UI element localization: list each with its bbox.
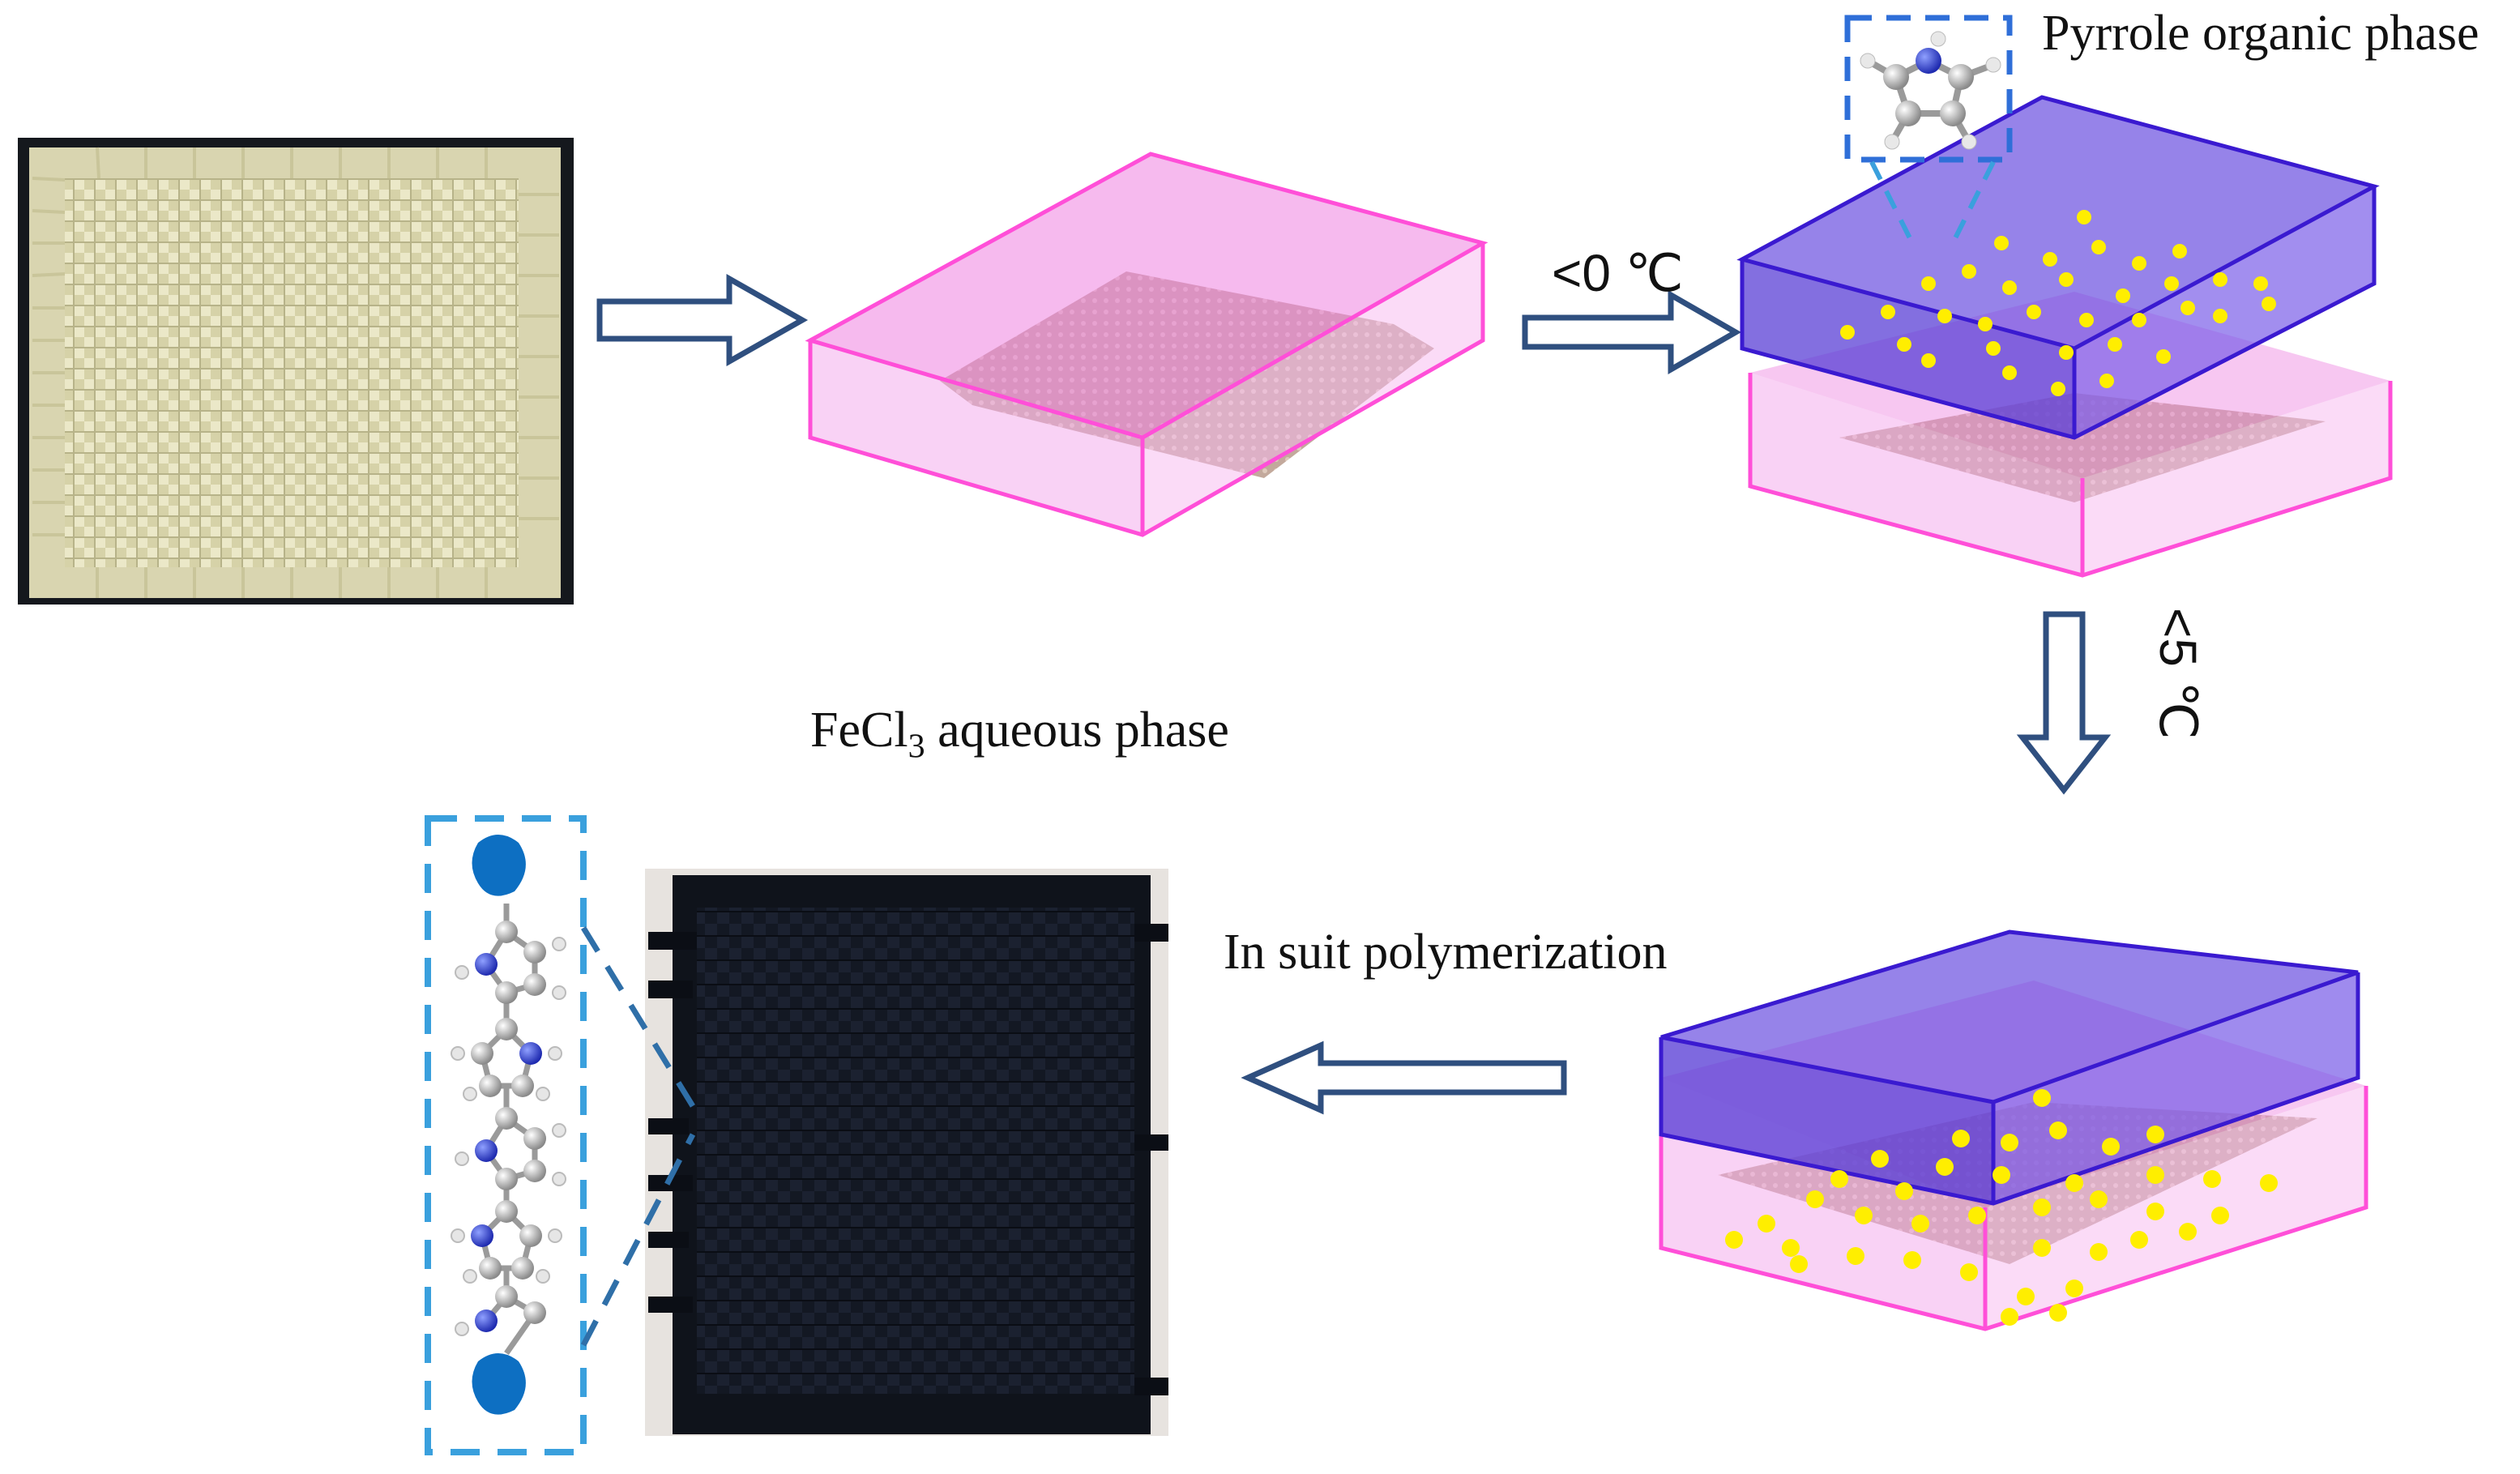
- temp-below-zero-label: <0 ℃: [1552, 244, 1684, 302]
- aqueous-phase-box: [805, 152, 1489, 537]
- two-phase-box-top: [1736, 95, 2393, 578]
- right-arrow-icon: [1522, 289, 1742, 375]
- right-arrow-icon: [596, 273, 809, 367]
- fecl3-suffix: aqueous phase: [925, 703, 1229, 758]
- down-arrow-icon: [2016, 611, 2112, 795]
- polypyrrole-chain-callout: [425, 815, 696, 1455]
- fecl3-prefix: FeCl: [810, 703, 908, 758]
- polypyrrole-chain-icon: [451, 835, 566, 1415]
- left-arrow-icon: [1241, 1040, 1567, 1115]
- fecl3-aqueous-phase-label: FeCl3 aqueous phase: [810, 702, 1229, 766]
- fecl3-subscript: 3: [908, 728, 925, 766]
- pyrrole-molecule-icon: [1860, 31, 2001, 150]
- pyrrole-molecule-callout: [1844, 15, 2013, 245]
- polymerization-label: In suit polymerization: [1224, 925, 1668, 980]
- coated-fabric-photo: [645, 869, 1168, 1436]
- two-phase-box-bottom: [1659, 929, 2368, 1331]
- temp-below-five-label: <5 ℃: [2149, 608, 2207, 740]
- raw-fabric-photo: [18, 138, 574, 605]
- pyrrole-phase-label: Pyrrole organic phase: [2042, 6, 2479, 61]
